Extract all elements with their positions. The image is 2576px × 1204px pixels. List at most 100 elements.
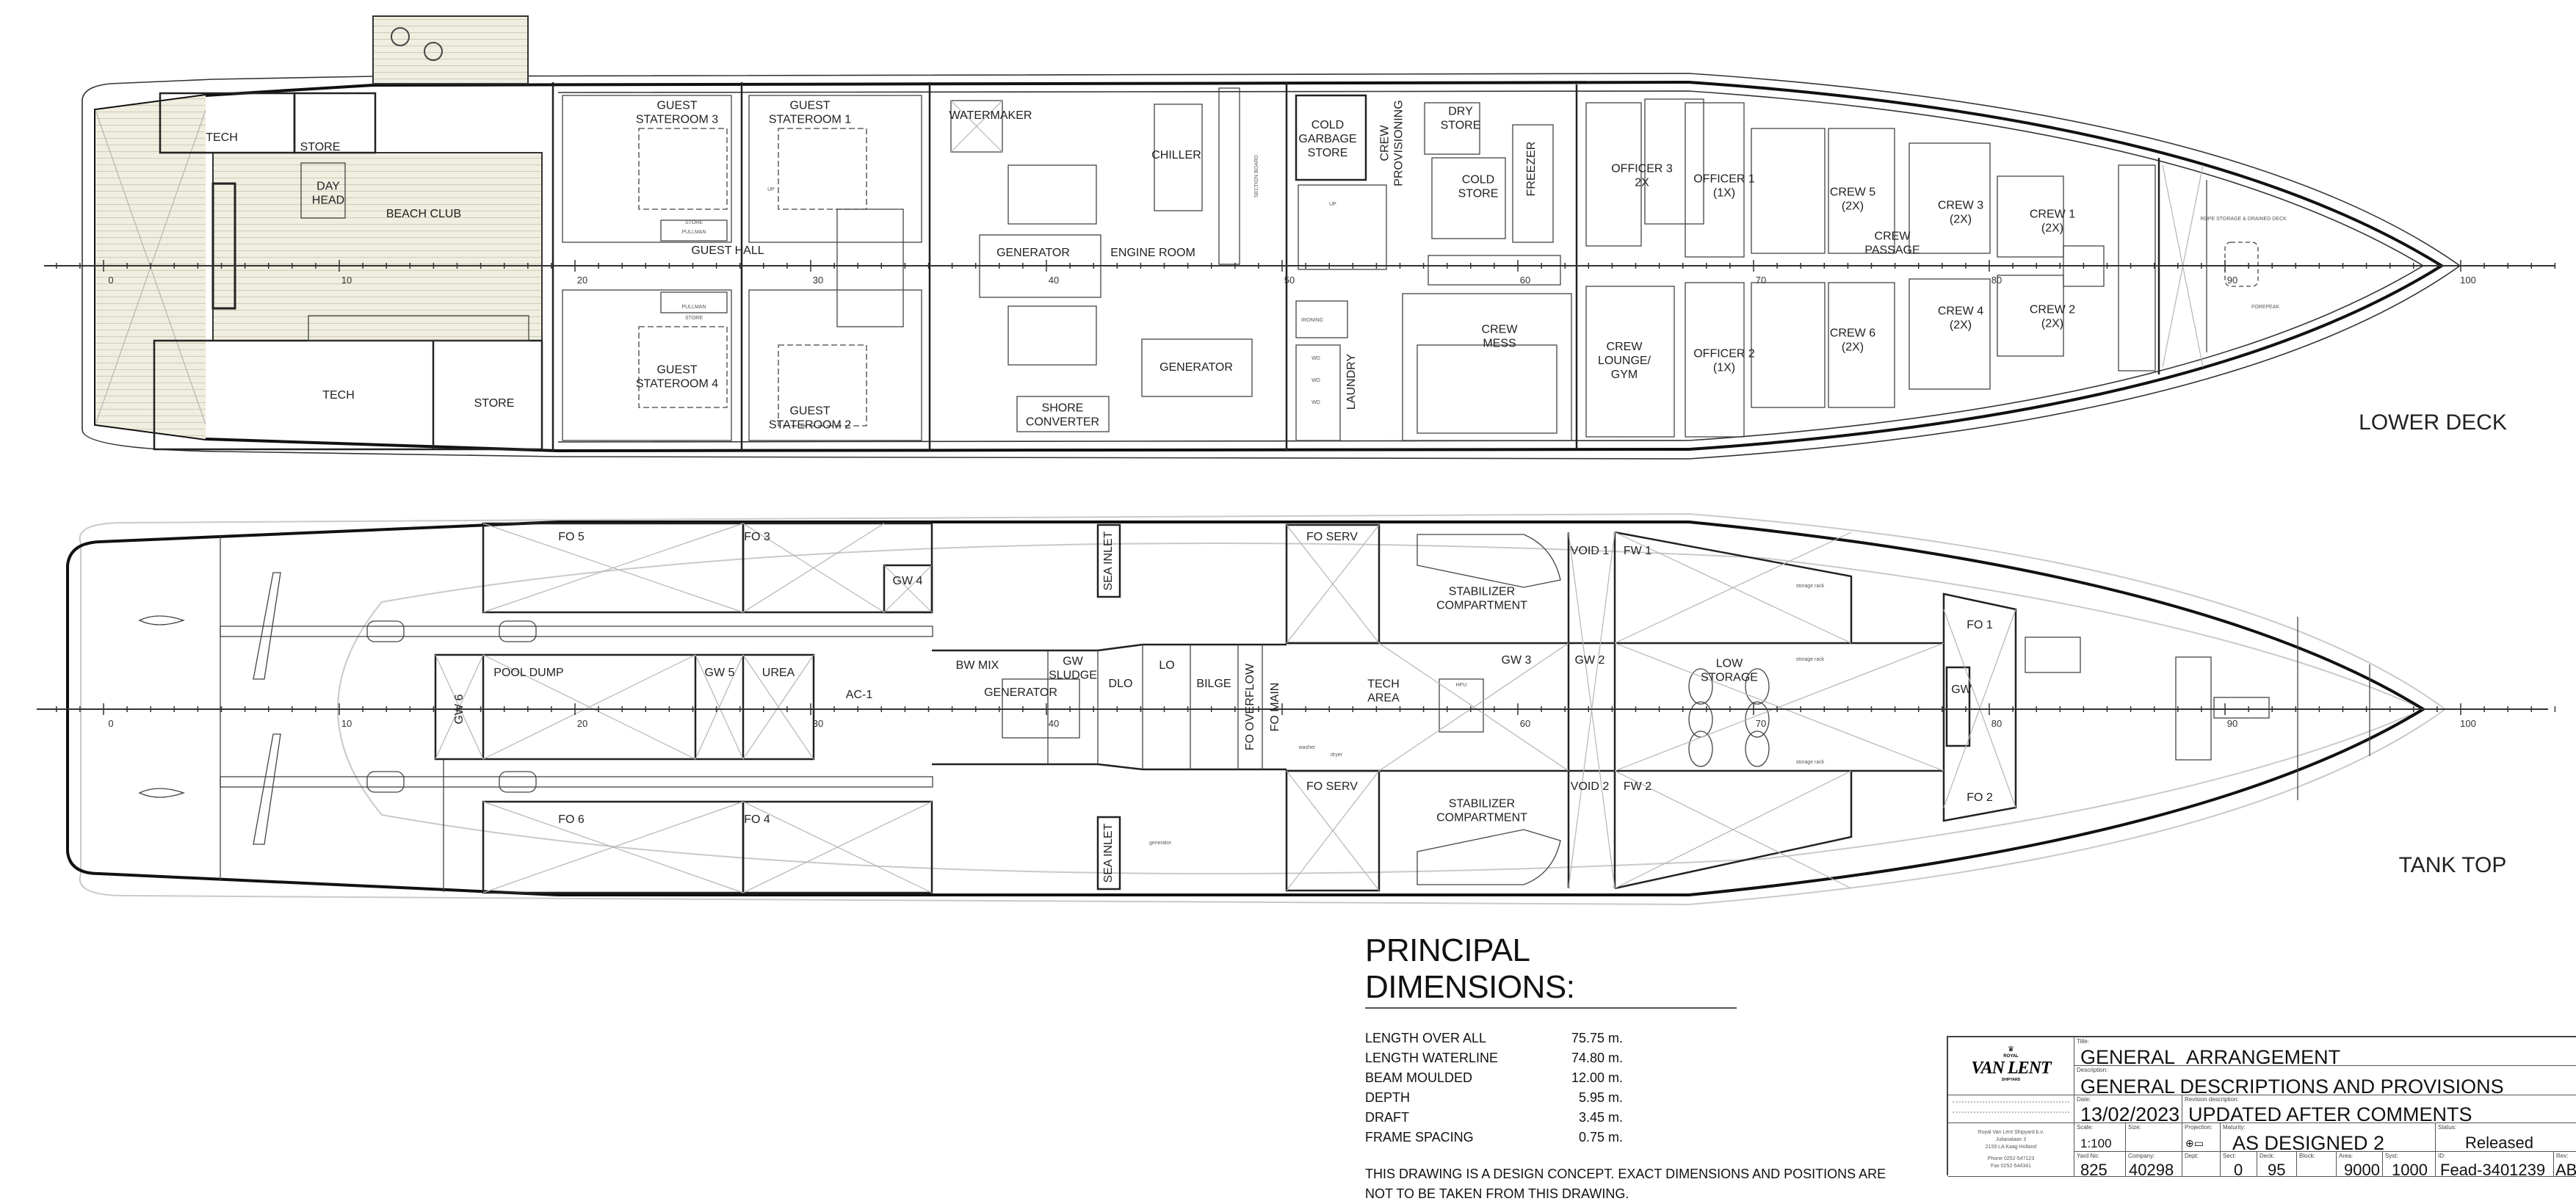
frame-number: 60 [1520,718,1530,729]
room-label: FREEZER [1525,142,1538,197]
room-label: CREW [1482,324,1519,336]
room-label: STORE [1441,120,1481,132]
frame-number: 20 [577,275,587,286]
room-label: GUEST HALL [691,244,764,257]
tank-label: FO 3 [744,531,770,543]
room-label: CREW 3 [1938,200,1983,212]
small-label: storage rack [1796,760,1825,765]
deck-title-tank-top: TANK TOP [2399,853,2507,877]
room-label: STATEROOM 1 [769,114,851,126]
dimension-row: LENGTH OVER ALL 75.75 m. [1365,1028,1623,1048]
deck-field: Deck: 95 [2257,1152,2297,1177]
room-label: CREW [1379,125,1392,162]
drawing-title: GENERAL_ARRANGEMENT [2080,1046,2341,1066]
caption: Sect: [2223,1153,2237,1159]
tank-label: FW 1 [1624,545,1651,557]
tank-label: FO MAIN [1269,683,1281,732]
deck-value: 95 [2268,1161,2286,1177]
room-label: GENERATOR [996,247,1070,259]
beach-club-area [212,152,543,341]
sea-inlet [1096,523,1121,598]
dimension-value: 5.95 m. [1579,1089,1624,1105]
address-line: Julianalaan 3 [1995,1137,2027,1142]
tank-label: GW 3 [1502,654,1532,667]
rev-field: Rev:AB [2554,1152,2576,1177]
tank-label: SEA INLET [1102,823,1115,882]
address-line: Royal Van Lent Shipyard b.v. [1978,1130,2044,1135]
tank-label: GW [1063,656,1083,668]
tank-cross-hatch [482,523,744,613]
tank-label: GW 4 [893,575,923,587]
caption: Rev: [2556,1153,2569,1159]
frame-number: 80 [1991,718,2002,729]
room-label: (2X) [1950,214,1972,226]
room-label: SHORE [1042,402,1084,415]
small-label: WD [1311,378,1320,383]
dimension-value: 75.75 m. [1571,1030,1624,1045]
tank-label: GW 6 [453,694,466,724]
tank-cross-hatch [1286,524,1380,644]
frame-number: 10 [341,275,352,286]
tank-label: GENERATOR [984,686,1057,699]
room-label: STORE [1458,188,1499,200]
dimension-value: 74.80 m. [1571,1050,1624,1065]
note-line: NOT TO BE TAKEN FROM THIS DRAWING. [1365,1186,1629,1201]
id-field: ID:Fead-3401239 [2436,1152,2554,1177]
frame-number: 40 [1049,275,1059,286]
dimension-value: 3.45 m. [1579,1109,1624,1125]
status-field: Status:Released [2436,1123,2576,1152]
logo-royal-text: ROYAL [2003,1054,2019,1059]
swim-platform-extension [372,15,529,84]
caption: Syst: [2385,1153,2398,1159]
room-label: LOUNGE/ [1598,355,1651,367]
frame-number: 0 [108,718,113,729]
maturity-value: AS DESIGNED 2 [2232,1132,2385,1152]
room-label: CREW 1 [2030,208,2075,221]
caption: Date: [2077,1096,2091,1103]
dimension-value: 0.75 m. [1579,1129,1624,1145]
small-label: washer [1298,745,1316,750]
tank-label: AREA [1367,692,1400,705]
crew-spiral-stair [1298,184,1387,270]
small-label: dryer [1331,752,1343,758]
caption: Projection: [2185,1124,2213,1131]
caption: Deck: [2260,1153,2275,1159]
room-label: 2X [1635,177,1649,189]
tank-label: LOW [1716,658,1743,670]
caption: Maturity: [2223,1124,2246,1131]
small-label: IRONING [1301,318,1323,323]
tank-label: DLO [1109,678,1133,690]
room-label: CREW 5 [1830,186,1875,199]
dimension-row: LENGTH WATERLINE 74.80 m. [1365,1048,1623,1067]
dimension-label: LENGTH OVER ALL [1365,1030,1487,1045]
scale-value: 1:100 [2080,1136,2112,1150]
address-line: 2159 LA Kaag Holland [1985,1145,2037,1150]
tank-label: BILGE [1196,678,1231,690]
tank-label: STABILIZER [1449,586,1515,598]
tank-cross-hatch [742,523,885,613]
room-label: (1X) [1713,187,1735,200]
dimension-label: LENGTH WATERLINE [1365,1050,1499,1065]
room-label: HEAD [312,195,344,207]
room-label: (2X) [2041,318,2063,330]
lower-deck-sheer-line [82,73,2461,460]
yard-no-field: Yard No:825 [2074,1152,2126,1177]
frame-number: 80 [1991,275,2002,286]
room-label: COLD [1462,174,1494,186]
company-field: Company:40298 [2126,1152,2182,1177]
address-line: Fax 0252-544341 [1991,1164,2031,1169]
small-label: storage rack [1796,657,1825,662]
chair-icon [424,42,443,61]
tank-label: TECH [1367,678,1400,691]
tank-cross-hatch [742,654,814,760]
small-label: generator [1149,841,1172,846]
description-field: Description:GENERAL DESCRIPTIONS AND PRO… [2074,1066,2576,1095]
bed [778,128,867,210]
small-label: PULLMAN [681,230,706,235]
sect-value: 0 [2234,1161,2243,1177]
